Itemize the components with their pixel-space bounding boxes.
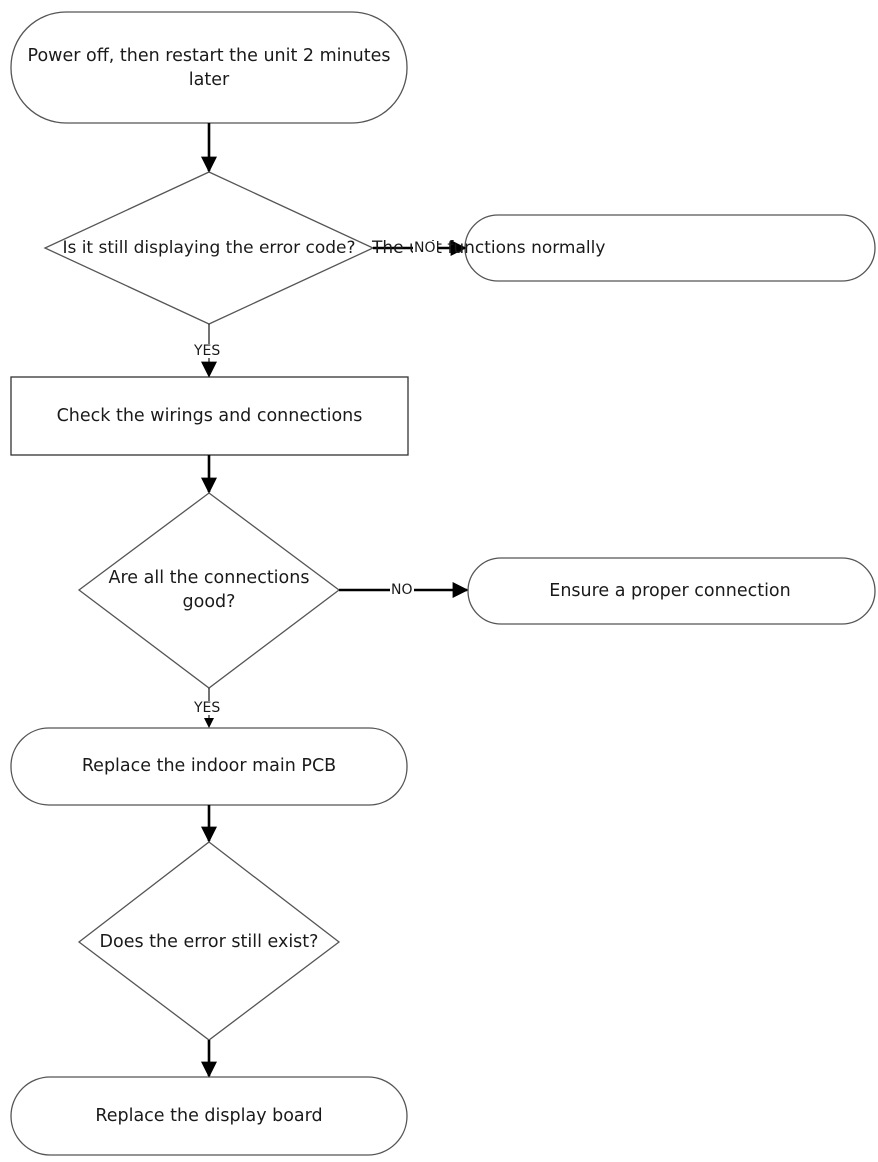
replace-pcb-label: Replace the indoor main PCB: [81, 756, 337, 777]
yes-label-1: YES: [193, 343, 222, 359]
error-exist-question: Does the error still exist?: [99, 931, 319, 952]
error-code-question: Is it still displaying the error code?: [62, 238, 356, 259]
replace-display-label: Replace the display board: [95, 1105, 323, 1126]
ensure-connection-label: Ensure a proper connection: [549, 580, 791, 601]
check-wiring-label: Check the wirings and connections: [56, 405, 363, 426]
power-off-label: Power off, then restart the unit 2 minut…: [27, 45, 391, 90]
yes-label-2: YES: [193, 700, 222, 716]
no-label-1: NO: [413, 240, 437, 256]
no-label-2: NO: [390, 582, 414, 598]
connections-question: Are all the connections good?: [108, 567, 310, 612]
